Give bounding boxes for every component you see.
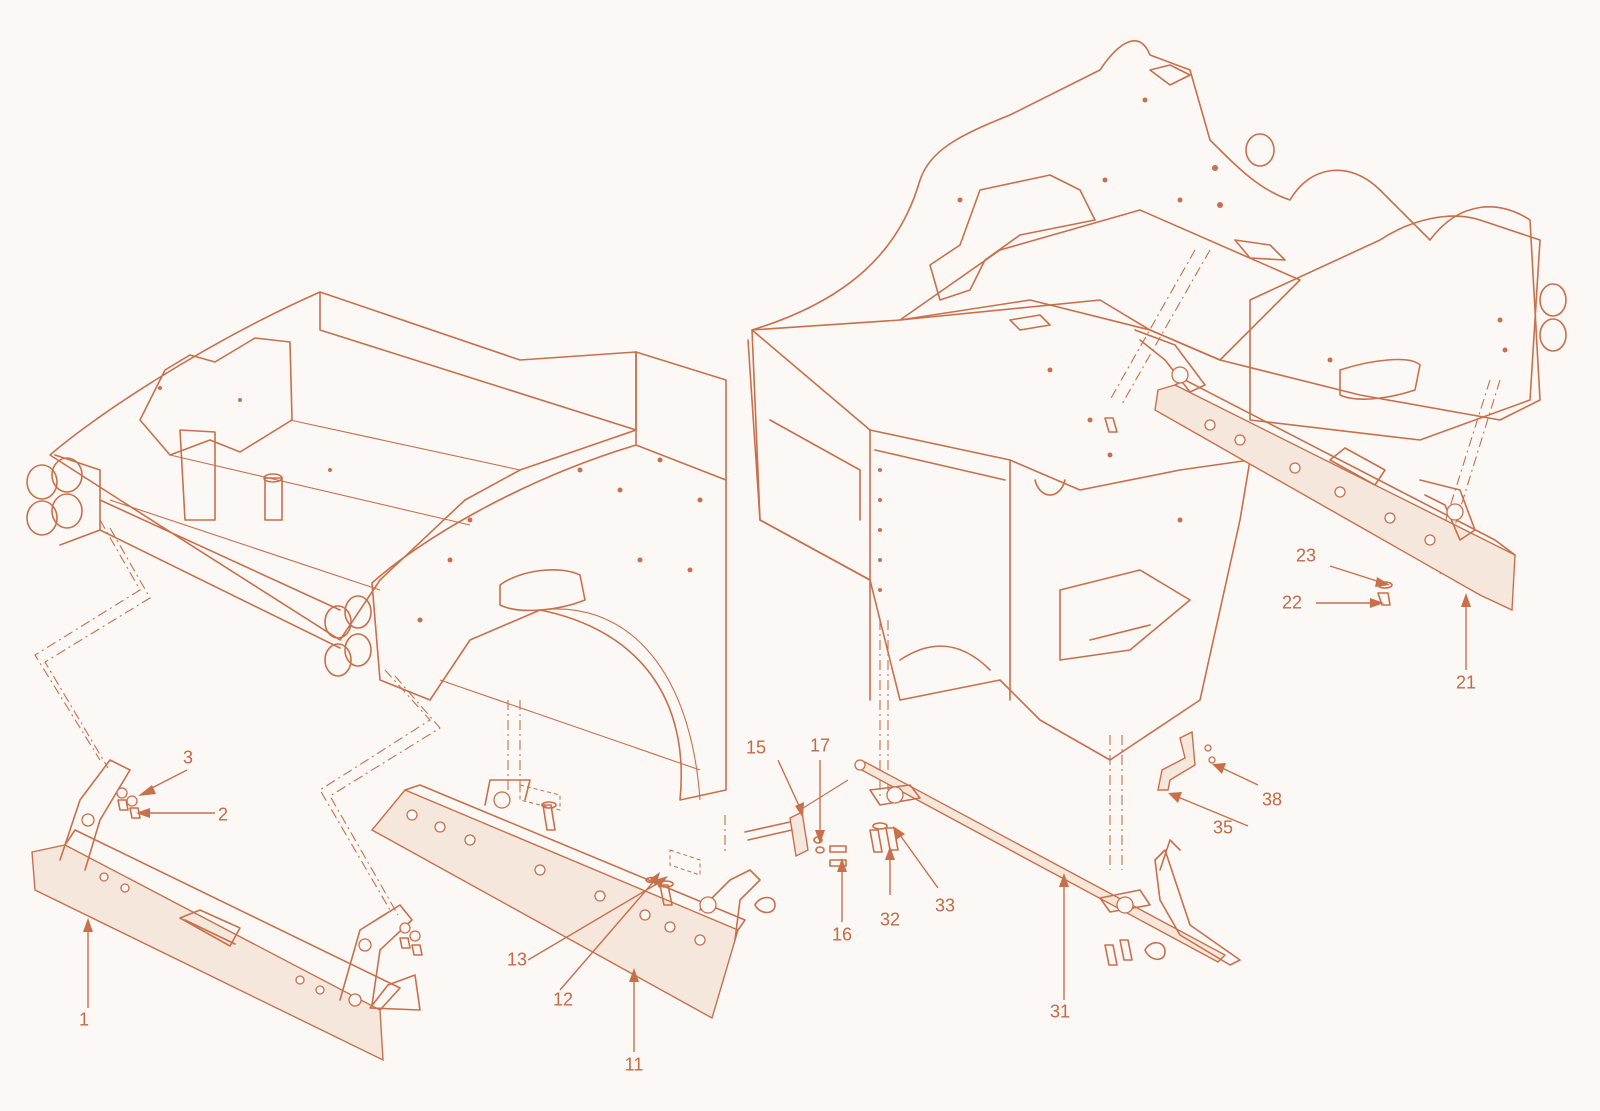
callout-11: 11 <box>624 1054 644 1075</box>
left-chassis-frame <box>26 291 727 801</box>
callout-35: 35 <box>1212 817 1234 838</box>
bumper-roller-middle <box>99 499 372 677</box>
rod-assembly-31 <box>854 759 1241 966</box>
callout-32: 32 <box>879 909 901 930</box>
callout-15: 15 <box>745 737 767 758</box>
blade-assembly-11 <box>370 779 776 1020</box>
callout-3: 3 <box>182 747 194 768</box>
bracket-35-38 <box>1157 730 1216 791</box>
callout-1: 1 <box>78 1009 90 1030</box>
callout-17: 17 <box>809 735 831 756</box>
callout-22: 22 <box>1281 592 1303 613</box>
callout-33: 33 <box>934 895 956 916</box>
callout-2: 2 <box>217 804 229 825</box>
callout-13: 13 <box>506 949 528 970</box>
bracket-15-16-17 <box>744 779 849 867</box>
callout-16: 16 <box>831 924 853 945</box>
blade-assembly-1 <box>31 759 423 1062</box>
leader-lines <box>83 565 1471 1052</box>
assembly-guide-lines <box>34 249 1501 916</box>
bumper-roller-left <box>26 454 101 546</box>
callout-38: 38 <box>1261 789 1283 810</box>
blade-assembly-21 <box>1104 329 1516 612</box>
callout-12: 12 <box>552 989 574 1010</box>
callout-23: 23 <box>1295 545 1317 566</box>
callout-31: 31 <box>1049 1001 1071 1022</box>
callout-21: 21 <box>1455 672 1477 693</box>
